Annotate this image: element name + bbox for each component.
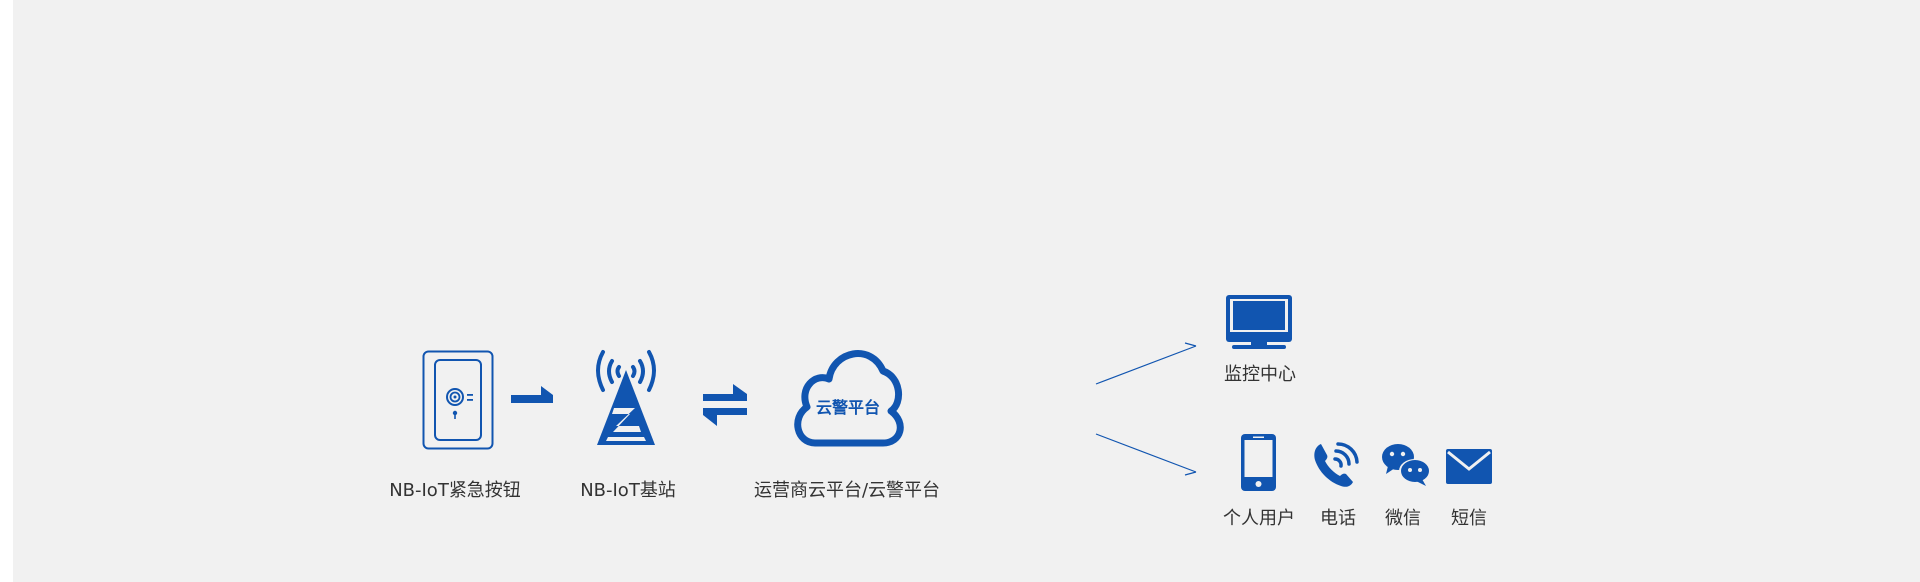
phone-call-icon <box>1313 442 1359 488</box>
connector-to-monitor <box>1095 345 1197 385</box>
phone-label: 电话 <box>1320 508 1356 529</box>
base-station-label: NB-IoT基站 <box>580 480 676 501</box>
smartphone-icon <box>1241 434 1276 491</box>
left-margin-strip <box>0 0 13 582</box>
sms-label: 短信 <box>1451 508 1487 529</box>
cloud-icon <box>793 343 905 449</box>
arrowhead-monitor <box>1184 342 1197 347</box>
emergency-button-icon <box>422 350 494 450</box>
personal-user-label: 个人用户 <box>1223 508 1295 529</box>
arrowhead-users <box>1184 471 1197 476</box>
cell-tower-icon <box>593 348 659 446</box>
connector-to-users <box>1095 433 1197 473</box>
monitor-icon <box>1226 295 1292 349</box>
wechat-icon <box>1382 444 1431 486</box>
emergency-button-label: NB-IoT紧急按钮 <box>389 480 521 501</box>
connector-lines <box>1090 340 1202 480</box>
cloud-inner-label: 云警平台 <box>815 398 881 417</box>
cloud-platform-label: 运营商云平台/云警平台 <box>753 480 941 501</box>
mail-icon <box>1446 449 1492 484</box>
arrow-right-icon <box>511 386 553 404</box>
monitor-center-label: 监控中心 <box>1224 364 1296 385</box>
bidirectional-arrow-icon <box>703 384 747 426</box>
wechat-label: 微信 <box>1385 508 1421 529</box>
